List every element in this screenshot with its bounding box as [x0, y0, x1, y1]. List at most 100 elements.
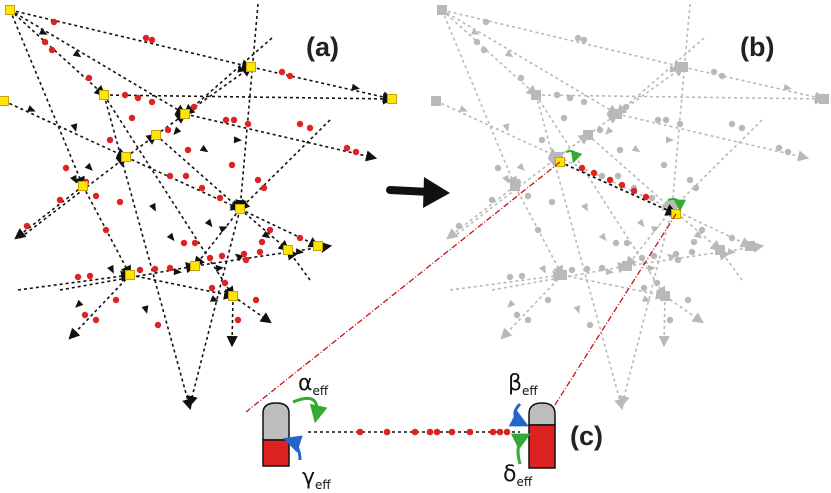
vehicle-particle: [352, 148, 360, 156]
road-segment: [250, 66, 395, 103]
vehicle-particle: [574, 34, 582, 42]
vehicle-particle: [148, 36, 156, 44]
road-segment: [103, 94, 194, 411]
panel-b-particles: [455, 18, 792, 329]
vehicle-particle: [686, 176, 694, 184]
vehicle-particle: [50, 18, 58, 26]
vehicle-particle: [433, 428, 441, 436]
road-direction-arrow-icon: [199, 144, 209, 153]
vehicle-particle: [164, 126, 172, 134]
vehicle-particle: [586, 321, 594, 329]
panel-a-network: [0, 3, 397, 411]
panel-c-label: (c): [570, 421, 603, 451]
vehicle-particle: [503, 428, 511, 436]
road-segment: [235, 3, 259, 212]
junction-node-faded: [660, 291, 670, 301]
vehicle-particle: [206, 254, 214, 262]
vehicle-particle: [482, 18, 490, 26]
road-segment: [535, 94, 626, 411]
road-direction-arrow-icon: [783, 83, 792, 91]
panel-b-label: (b): [740, 32, 774, 62]
road-direction-arrow-icon: [351, 83, 360, 91]
vehicle-particle: [622, 103, 630, 111]
vehicle-particle: [92, 192, 100, 200]
vehicle-particle: [494, 164, 502, 172]
beta-rate-label: βeff: [508, 371, 538, 398]
panel-a-particles: [23, 18, 360, 329]
road-direction-arrow-icon: [204, 218, 213, 228]
vehicle-particle: [74, 273, 82, 281]
road-direction-arrow-icon: [669, 65, 678, 73]
junction-node: [78, 181, 88, 191]
vehicle-particle: [166, 264, 174, 272]
vehicle-particle: [698, 226, 706, 234]
junction-node: [283, 245, 293, 255]
vehicle-particle: [134, 94, 142, 102]
road-segment: [155, 134, 242, 211]
road-segment: [557, 156, 675, 211]
junction-node: [121, 152, 131, 162]
vehicle-particle: [688, 248, 696, 256]
road-segment: [561, 274, 668, 300]
vehicle-particle: [616, 146, 624, 154]
road-segment: [449, 270, 565, 291]
road-direction-arrow-icon: [650, 226, 660, 233]
vehicle-particle: [496, 428, 504, 436]
vehicle-particle: [580, 36, 588, 44]
junction-node-faded: [819, 94, 829, 104]
vehicle-particle: [260, 184, 268, 192]
road-direction-arrow-icon: [641, 295, 651, 302]
vehicle-particle: [343, 144, 351, 152]
vehicle-particle: [286, 72, 294, 80]
road-direction-arrow-icon: [573, 305, 581, 314]
road-segment: [9, 9, 85, 189]
road-segment: [658, 295, 670, 348]
vehicle-particle: [598, 172, 606, 180]
vehicle-particle: [411, 428, 419, 436]
vehicle-particle: [234, 316, 242, 324]
vehicle-particle: [578, 164, 586, 172]
vehicle-particle: [151, 265, 159, 273]
road-direction-arrow-icon: [218, 226, 228, 233]
vehicle-particle: [566, 94, 574, 102]
junction-node-faded: [531, 90, 541, 100]
vehicle-particle: [296, 234, 304, 242]
vehicle-particle: [642, 193, 650, 201]
road-segment: [129, 274, 236, 300]
vehicle-particle: [606, 176, 614, 184]
vehicle-particle: [116, 198, 124, 206]
road-direction-arrow-icon: [166, 232, 175, 242]
vehicle-particle: [278, 68, 286, 76]
vehicle-particle: [590, 169, 598, 177]
junction-node: [387, 94, 397, 104]
vehicle-particle: [583, 265, 591, 273]
junction-node: [151, 130, 161, 140]
vehicle-particle: [208, 284, 216, 292]
segment-particles: [356, 428, 511, 436]
vehicle-particle: [580, 98, 588, 106]
junction-node-faded: [622, 261, 632, 271]
road-direction-arrow-icon: [84, 162, 93, 171]
road-segment: [535, 93, 827, 105]
road-segment: [500, 274, 563, 340]
road-segment: [671, 208, 753, 248]
road-segment: [226, 295, 238, 348]
road-segment: [667, 3, 691, 212]
road-direction-arrow-icon: [539, 264, 546, 274]
road-segment: [193, 208, 241, 268]
vehicle-particle: [23, 222, 31, 230]
junction-node-faded: [678, 62, 688, 72]
curved-green-arrow-icon: [667, 198, 686, 212]
junction-node-faded: [583, 130, 593, 140]
vehicle-particle: [252, 296, 260, 304]
vehicle-particle: [692, 184, 700, 192]
road-direction-arrow-icon: [507, 299, 516, 308]
vehicle-particle: [455, 222, 463, 230]
road-direction-arrow-icon: [72, 49, 82, 58]
road-segment: [9, 9, 187, 116]
vehicle-particle: [738, 124, 746, 132]
road-direction-arrow-icon: [516, 162, 525, 171]
vehicle-particle: [596, 126, 604, 134]
road-segment: [441, 9, 517, 189]
road-direction-arrow-icon: [261, 230, 271, 239]
